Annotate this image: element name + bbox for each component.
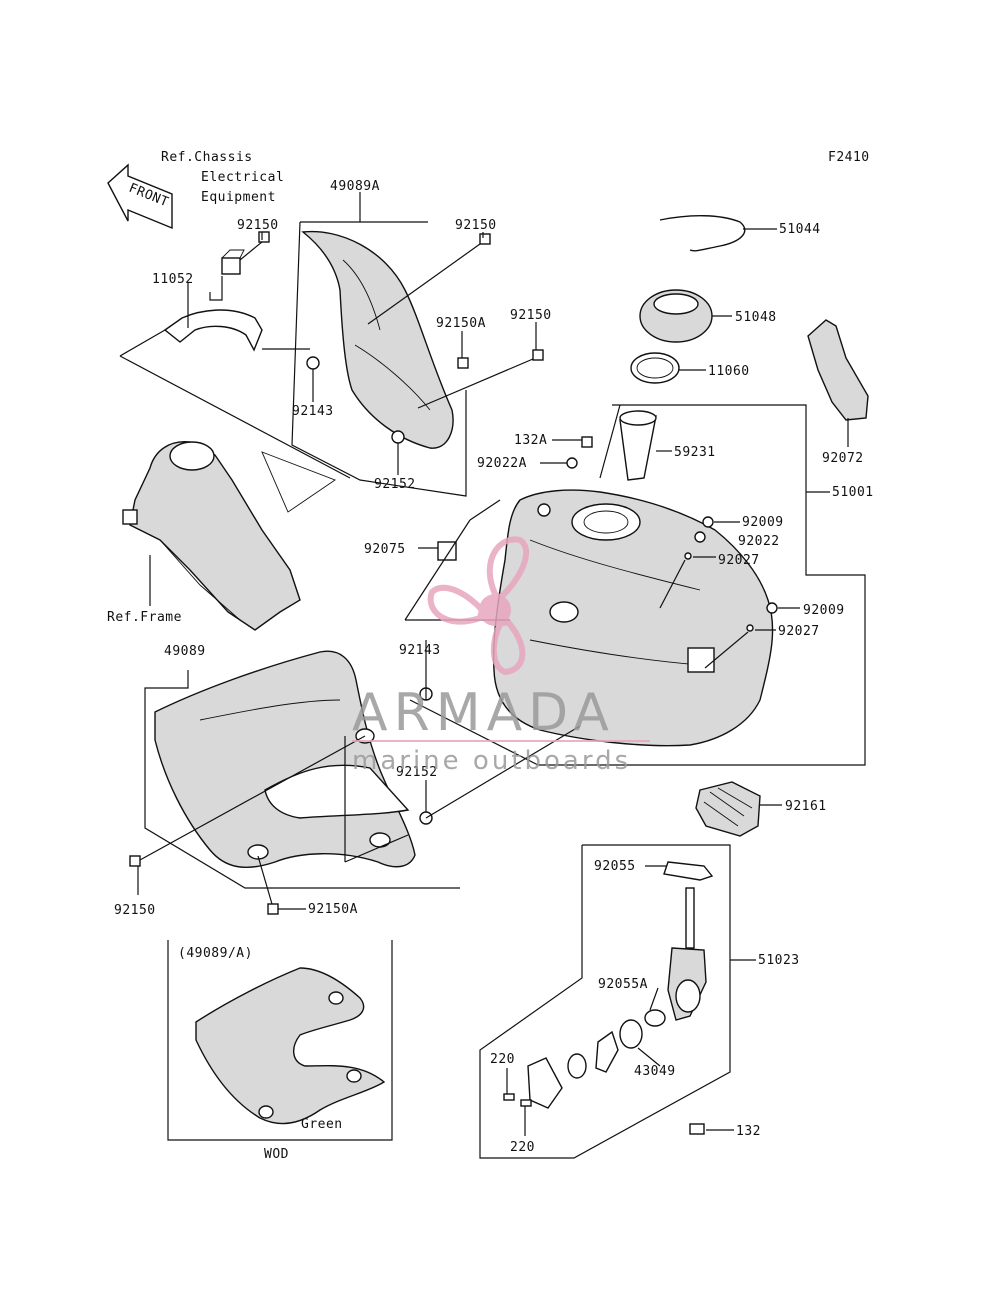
label-92150A-b: 92150A (308, 902, 358, 917)
label-92150-b: 92150 (455, 218, 497, 233)
label-92075: 92075 (364, 542, 406, 557)
frame-reference (122, 441, 336, 631)
washer-92022-icon (694, 531, 706, 543)
damper-92161-icon (695, 781, 761, 837)
strap-92072-icon (807, 319, 869, 421)
label-92143-b: 92143 (399, 643, 441, 658)
clip-icon (221, 257, 241, 275)
bolt-92150A-b-icon (267, 903, 279, 915)
ref-chassis: Ref.Chassis Electrical Equipment (161, 150, 284, 205)
label-49089: 49089 (164, 644, 206, 659)
label-132: 132 (736, 1124, 761, 1139)
label-92143-a: 92143 (292, 404, 334, 419)
variant-title: (49089/A) (178, 946, 253, 961)
washer-92027-a-icon (684, 552, 692, 560)
washer-92009-a-icon (702, 516, 714, 528)
label-92055A: 92055A (598, 977, 648, 992)
washer-92143-b-icon (537, 503, 551, 517)
label-92150A-a: 92150A (436, 316, 486, 331)
washer-92143-icon (306, 356, 320, 370)
filler-neck-icon (571, 503, 641, 541)
screw-220-a-icon (503, 1093, 515, 1101)
label-92150-c: 92150 (510, 308, 552, 323)
label-92027-a: 92027 (718, 553, 760, 568)
bolt-92150-b-icon (479, 233, 491, 245)
grommet-92075-icon (437, 541, 457, 561)
filter-92055-icon (663, 861, 714, 881)
label-51023: 51023 (758, 953, 800, 968)
washer-92009-b-icon (766, 602, 778, 614)
label-92009-a: 92009 (742, 515, 784, 530)
fuel-pipe-icon (685, 887, 695, 949)
label-92055: 92055 (594, 859, 636, 874)
label-92022: 92022 (738, 534, 780, 549)
lever-icon (595, 1030, 619, 1073)
shroud-49089-group (129, 640, 581, 915)
gasket-11060-icon (630, 352, 680, 384)
fuel-cap-51048-icon (639, 289, 713, 343)
label-92009-b: 92009 (803, 603, 845, 618)
label-92022A: 92022A (477, 456, 527, 471)
label-92150-d: 92150 (114, 903, 156, 918)
label-132A: 132A (514, 433, 547, 448)
fuel-cock-group (479, 844, 756, 1159)
label-220-a: 220 (490, 1052, 515, 1067)
label-49089A: 49089A (330, 179, 380, 194)
bolt-92150-a-icon (258, 231, 270, 243)
label-92152-a: 92152 (374, 477, 416, 492)
frame-icon (129, 441, 301, 631)
watermark-tagline: marine outboards (352, 746, 631, 776)
label-43049: 43049 (634, 1064, 676, 1079)
bolt-92150A-icon (457, 357, 469, 369)
ref-chassis-line2: Electrical (201, 170, 284, 185)
label-220-b: 220 (510, 1140, 535, 1155)
grommet-92152-icon (391, 430, 405, 444)
label-59231: 59231 (674, 445, 716, 460)
label-92161: 92161 (785, 799, 827, 814)
ref-chassis-line3: Equipment (201, 190, 276, 205)
propeller-icon (427, 536, 529, 676)
front-arrow-icon: FRONT (107, 163, 173, 230)
screw-220-b-icon (520, 1099, 532, 1107)
watermark-logo: ARMADA marine outboards (352, 536, 650, 776)
fuel-tank-group (404, 215, 869, 837)
label-92152-b: 92152 (396, 765, 438, 780)
variant-box: (49089/A) Green WOD (167, 940, 393, 1162)
washer-92027-b-icon (746, 624, 754, 632)
ref-chassis-line1: Ref.Chassis (161, 150, 253, 165)
shroud-49089A-variant-icon (195, 967, 386, 1125)
plate-icon (527, 1057, 563, 1109)
shroud-49089A-group (119, 192, 544, 497)
variant-color-note: Green (301, 1117, 343, 1132)
bolt-92150-c-icon (532, 349, 544, 361)
o-ring-43049-icon (619, 1019, 643, 1049)
watermark-brand: ARMADA (352, 683, 615, 743)
label-92027-b: 92027 (778, 624, 820, 639)
variant-caption: WOD (264, 1147, 289, 1162)
bolt-132-icon (689, 1123, 705, 1135)
label-92072: 92072 (822, 451, 864, 466)
label-11060: 11060 (708, 364, 750, 379)
ref-frame: Ref.Frame (107, 610, 182, 625)
breather-hose-51044-icon (659, 215, 746, 252)
figure-code: F2410 (828, 150, 870, 165)
head-tube-icon (169, 441, 215, 471)
label-92150-a: 92150 (237, 218, 279, 233)
label-51001: 51001 (832, 485, 874, 500)
label-51048: 51048 (735, 310, 777, 325)
bolt-132A-icon (581, 436, 593, 448)
frame-mount-icon (122, 509, 138, 525)
washer-92022A-icon (566, 457, 578, 469)
bracket-11052-icon (163, 309, 263, 352)
label-11052: 11052 (152, 272, 194, 287)
bolt-92150-d-icon (129, 855, 141, 867)
label-51044: 51044 (779, 222, 821, 237)
